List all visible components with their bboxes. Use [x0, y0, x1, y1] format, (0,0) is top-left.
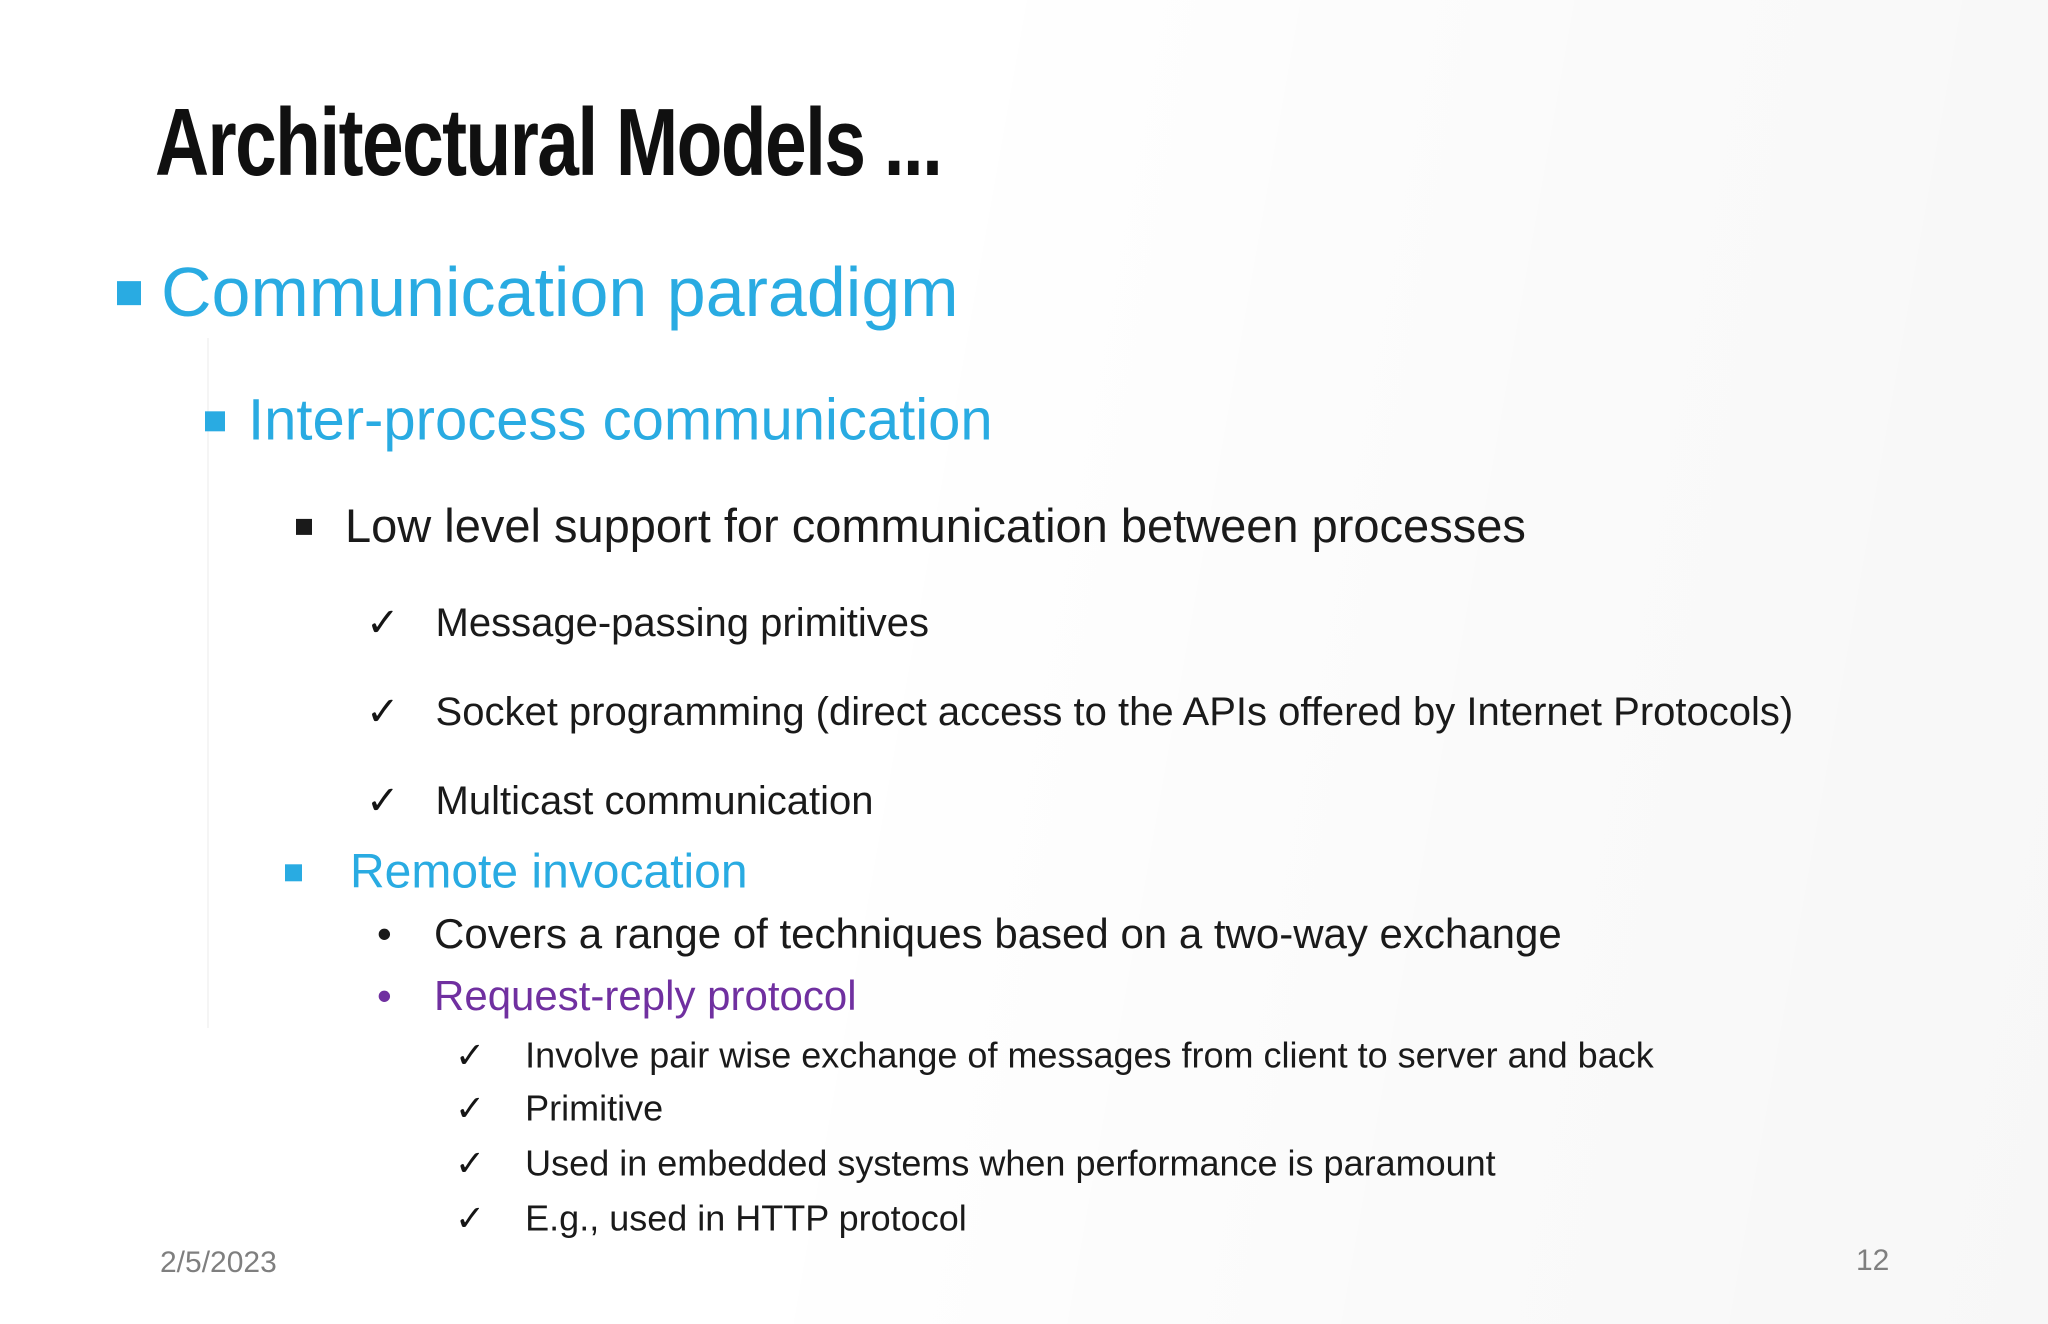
- bullet-label: Request-reply protocol: [434, 971, 857, 1019]
- slide-title-text: Architectural Models ...: [155, 89, 943, 197]
- check-label: Used in embedded systems when performanc…: [525, 1142, 1496, 1184]
- check-icon: ✓: [366, 601, 400, 646]
- check-icon: ✓: [366, 690, 400, 735]
- check-icon: ✓: [455, 1087, 486, 1129]
- square-bullet-icon: [285, 864, 302, 882]
- faint-divider-line: [207, 338, 209, 1028]
- bullet-item-covers-range: • Covers a range of techniques based on …: [371, 910, 1562, 958]
- check-item-embedded-systems: ✓ Used in embedded systems when performa…: [455, 1142, 1496, 1183]
- check-item-primitive: ✓ Primitive: [455, 1087, 663, 1128]
- check-label: Socket programming (direct access to the…: [435, 690, 1794, 735]
- slide-title: Architectural Models ...: [155, 95, 1163, 191]
- bullet-label: Low level support for communication betw…: [345, 498, 1526, 552]
- check-label: Message-passing primitives: [435, 601, 930, 646]
- check-label: Multicast communication: [435, 779, 874, 824]
- round-bullet-icon: •: [377, 971, 392, 1019]
- check-item-http-protocol: ✓ E.g., used in HTTP protocol: [455, 1197, 967, 1238]
- bullet-label: Remote invocation: [350, 845, 748, 899]
- bullet-item-low-level-support: Low level support for communication betw…: [296, 499, 1526, 553]
- slide-page-number: 12: [1856, 1244, 1890, 1277]
- check-item-involve-pairwise: ✓ Involve pair wise exchange of messages…: [455, 1034, 1654, 1075]
- check-label: E.g., used in HTTP protocol: [525, 1197, 967, 1239]
- bullet-item-remote-invocation: Remote invocation: [285, 844, 748, 899]
- bullet-item-communication-paradigm: Communication paradigm: [117, 252, 959, 333]
- bullet-label: Covers a range of techniques based on a …: [434, 909, 1562, 957]
- bullet-item-request-reply-protocol: • Request-reply protocol: [371, 972, 857, 1020]
- bullet-item-inter-process-communication: Inter-process communication: [205, 387, 993, 454]
- check-item-message-passing: ✓ Message-passing primitives: [366, 600, 929, 646]
- slide-date: 2/5/2023: [160, 1246, 277, 1279]
- square-bullet-icon: [296, 518, 312, 535]
- bullet-label: Inter-process communication: [248, 387, 993, 453]
- bullet-label: Communication paradigm: [161, 253, 959, 332]
- square-bullet-icon: [205, 411, 225, 432]
- check-icon: ✓: [455, 1142, 486, 1184]
- round-bullet-icon: •: [377, 909, 392, 957]
- check-icon: ✓: [366, 779, 400, 824]
- check-icon: ✓: [455, 1034, 486, 1076]
- check-label: Involve pair wise exchange of messages f…: [525, 1034, 1654, 1076]
- check-item-socket-programming: ✓ Socket programming (direct access to t…: [366, 689, 1793, 735]
- check-icon: ✓: [455, 1197, 486, 1239]
- check-item-multicast-communication: ✓ Multicast communication: [366, 778, 873, 824]
- check-label: Primitive: [525, 1087, 664, 1129]
- square-bullet-icon: [117, 281, 141, 306]
